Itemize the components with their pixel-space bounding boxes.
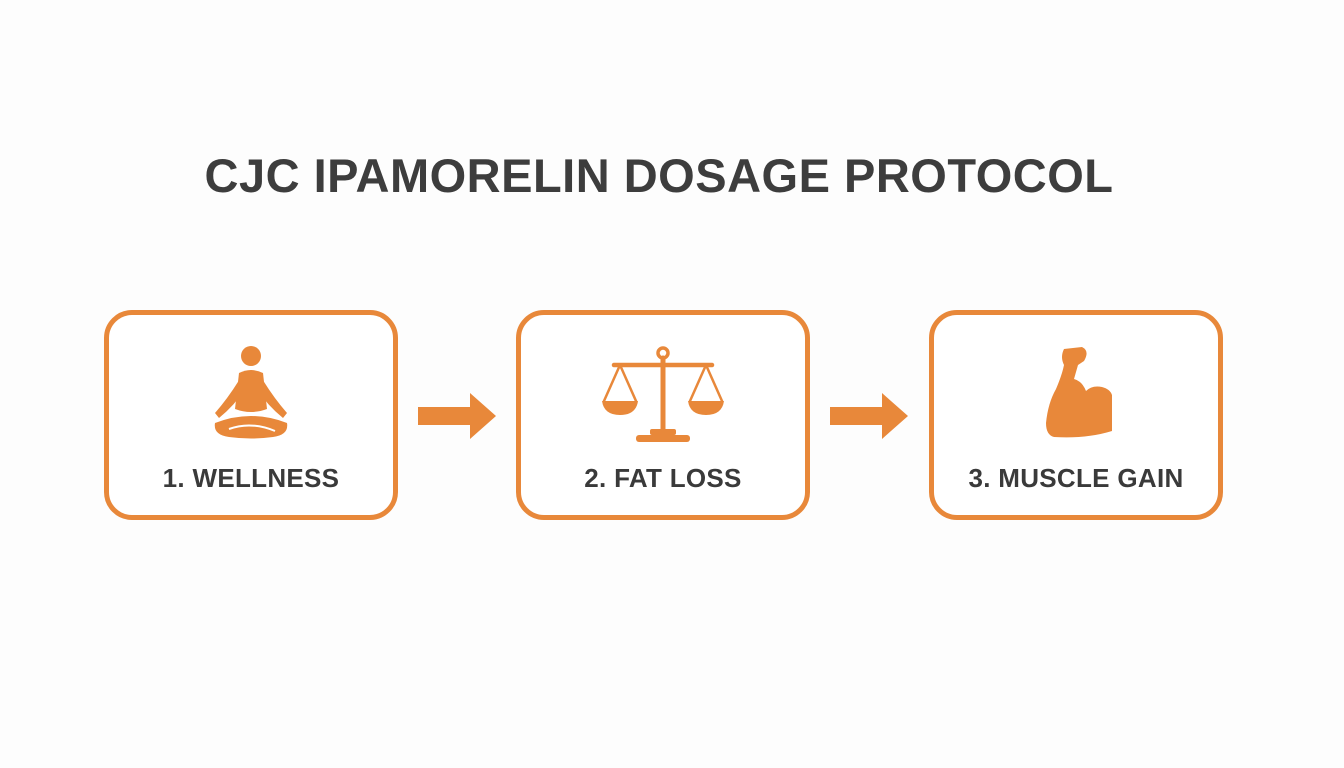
step-card-muscle-gain: 3. MUSCLE GAIN (929, 310, 1223, 520)
step-label: 1. WELLNESS (162, 463, 340, 493)
step-card-fat-loss: 2. FAT LOSS (516, 310, 810, 520)
arrow-right-icon (830, 393, 910, 439)
meditation-icon (109, 339, 393, 449)
flexed-bicep-icon (934, 339, 1218, 449)
arrow-right-icon (418, 393, 498, 439)
balance-scale-icon (521, 339, 805, 449)
page-title: CJC IPAMORELIN DOSAGE PROTOCOL (204, 149, 1114, 202)
step-label: 2. FAT LOSS (584, 463, 742, 493)
step-label: 3. MUSCLE GAIN (968, 463, 1184, 493)
step-card-wellness: 1. WELLNESS (104, 310, 398, 520)
